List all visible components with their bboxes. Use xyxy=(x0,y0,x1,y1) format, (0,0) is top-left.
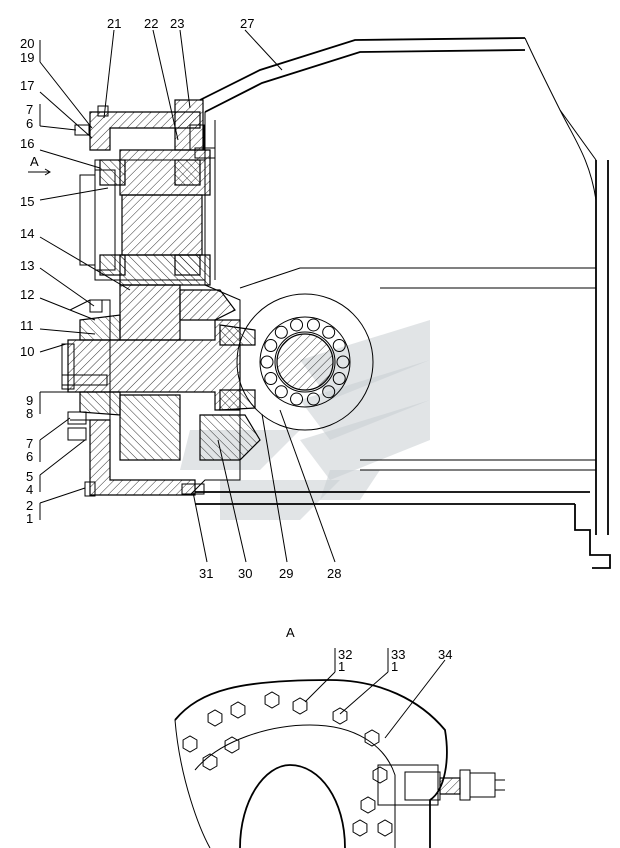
hex-bolt xyxy=(202,753,218,771)
callouts-main: 21 22 23 27 20 19 17 7 6 16 A 15 14 13 1… xyxy=(20,16,341,581)
callout-16: 16 xyxy=(20,136,34,151)
hex-bolt xyxy=(332,707,348,725)
callout-2: 2 xyxy=(26,498,33,513)
main-section-view xyxy=(61,37,611,569)
callout-21: 21 xyxy=(107,16,121,31)
roller xyxy=(306,318,320,332)
callout-31: 31 xyxy=(199,566,213,581)
callout-5: 5 xyxy=(26,469,33,484)
callout-27: 27 xyxy=(240,16,254,31)
callout-7-bottom: 7 xyxy=(26,436,33,451)
roller xyxy=(274,325,288,339)
callout-32: 32 xyxy=(338,647,352,662)
roller-ring xyxy=(260,318,350,406)
callout-9: 9 xyxy=(26,393,33,408)
hex-bolt xyxy=(264,691,280,709)
view-a-title: A xyxy=(286,625,295,640)
callout-19: 19 xyxy=(20,50,34,65)
callout-17: 17 xyxy=(20,78,34,93)
hex-bolt xyxy=(182,735,198,753)
roller xyxy=(322,325,336,339)
hex-bolt xyxy=(360,796,376,814)
hex-bolt xyxy=(372,766,388,784)
hex-bolt xyxy=(377,819,393,837)
roller xyxy=(322,385,336,399)
callout-12: 12 xyxy=(20,287,34,302)
roller xyxy=(332,371,346,385)
hex-bolt xyxy=(352,819,368,837)
callout-30: 30 xyxy=(238,566,252,581)
callout-7-top: 7 xyxy=(26,102,33,117)
callout-28: 28 xyxy=(327,566,341,581)
callout-20: 20 xyxy=(20,36,34,51)
callout-29: 29 xyxy=(279,566,293,581)
roller xyxy=(290,392,304,406)
callout-6-bottom: 6 xyxy=(26,449,33,464)
callout-33-qty: 1 xyxy=(391,659,398,674)
callout-15: 15 xyxy=(20,194,34,209)
hex-bolt xyxy=(230,701,246,719)
callout-22: 22 xyxy=(144,16,158,31)
roller xyxy=(260,355,274,369)
callout-14: 14 xyxy=(20,226,34,241)
roller xyxy=(264,371,278,385)
callout-32-qty: 1 xyxy=(338,659,345,674)
callout-a-arrow: A xyxy=(30,154,39,169)
callouts-view-a: A 32 1 33 1 34 xyxy=(286,625,452,674)
hex-bolt xyxy=(364,729,380,747)
view-a-drawing xyxy=(174,679,505,848)
callout-4: 4 xyxy=(26,482,33,497)
hex-bolt xyxy=(224,736,240,754)
roller xyxy=(336,355,350,369)
roller xyxy=(290,318,304,332)
callout-34: 34 xyxy=(438,647,452,662)
callout-8: 8 xyxy=(26,406,33,421)
callout-33: 33 xyxy=(391,647,405,662)
leader-lines xyxy=(28,29,446,739)
callout-11: 11 xyxy=(20,318,34,333)
callout-13: 13 xyxy=(20,258,34,273)
roller xyxy=(306,392,320,406)
hex-bolt xyxy=(207,709,223,727)
callout-23: 23 xyxy=(170,16,184,31)
roller xyxy=(274,385,288,399)
callout-10: 10 xyxy=(20,344,34,359)
roller xyxy=(332,339,346,353)
callout-6-top: 6 xyxy=(26,116,33,131)
hex-bolt xyxy=(292,697,308,715)
roller xyxy=(264,339,278,353)
callout-1: 1 xyxy=(26,511,33,526)
